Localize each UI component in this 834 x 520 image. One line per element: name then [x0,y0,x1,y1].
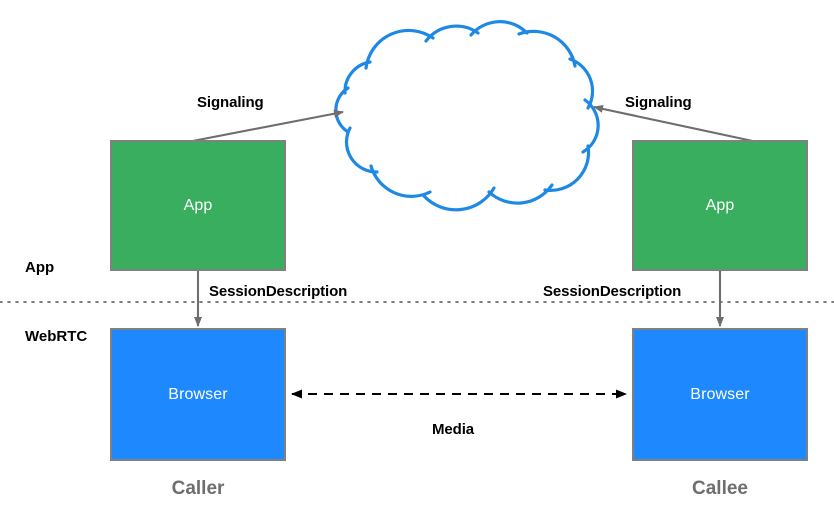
caller-signaling-label: Signaling [197,94,264,111]
layer-label-webrtc: WebRTC [25,328,88,345]
caller-app-box[interactable]: App [110,140,286,271]
media-label: Media [432,421,475,438]
callee-app-box[interactable]: App [632,140,808,271]
caller-app-label: App [183,196,213,214]
role-label-caller: Caller [171,478,225,499]
callee-browser-box[interactable]: Browser [632,328,808,461]
callee-signaling-arrow [593,104,763,145]
caller-browser-label: Browser [168,385,228,403]
layer-label-app: App [25,259,55,276]
callee-sessiondescription-label: SessionDescription [543,283,682,300]
signaling-cloud-icon [334,20,600,212]
caller-sessiondescription-label: SessionDescription [209,283,348,300]
role-label-callee: Callee [692,478,748,499]
callee-signaling-label: Signaling [625,94,692,111]
caller-browser-box[interactable]: Browser [110,328,286,461]
callee-browser-label: Browser [690,385,750,403]
callee-app-label: App [705,196,735,214]
